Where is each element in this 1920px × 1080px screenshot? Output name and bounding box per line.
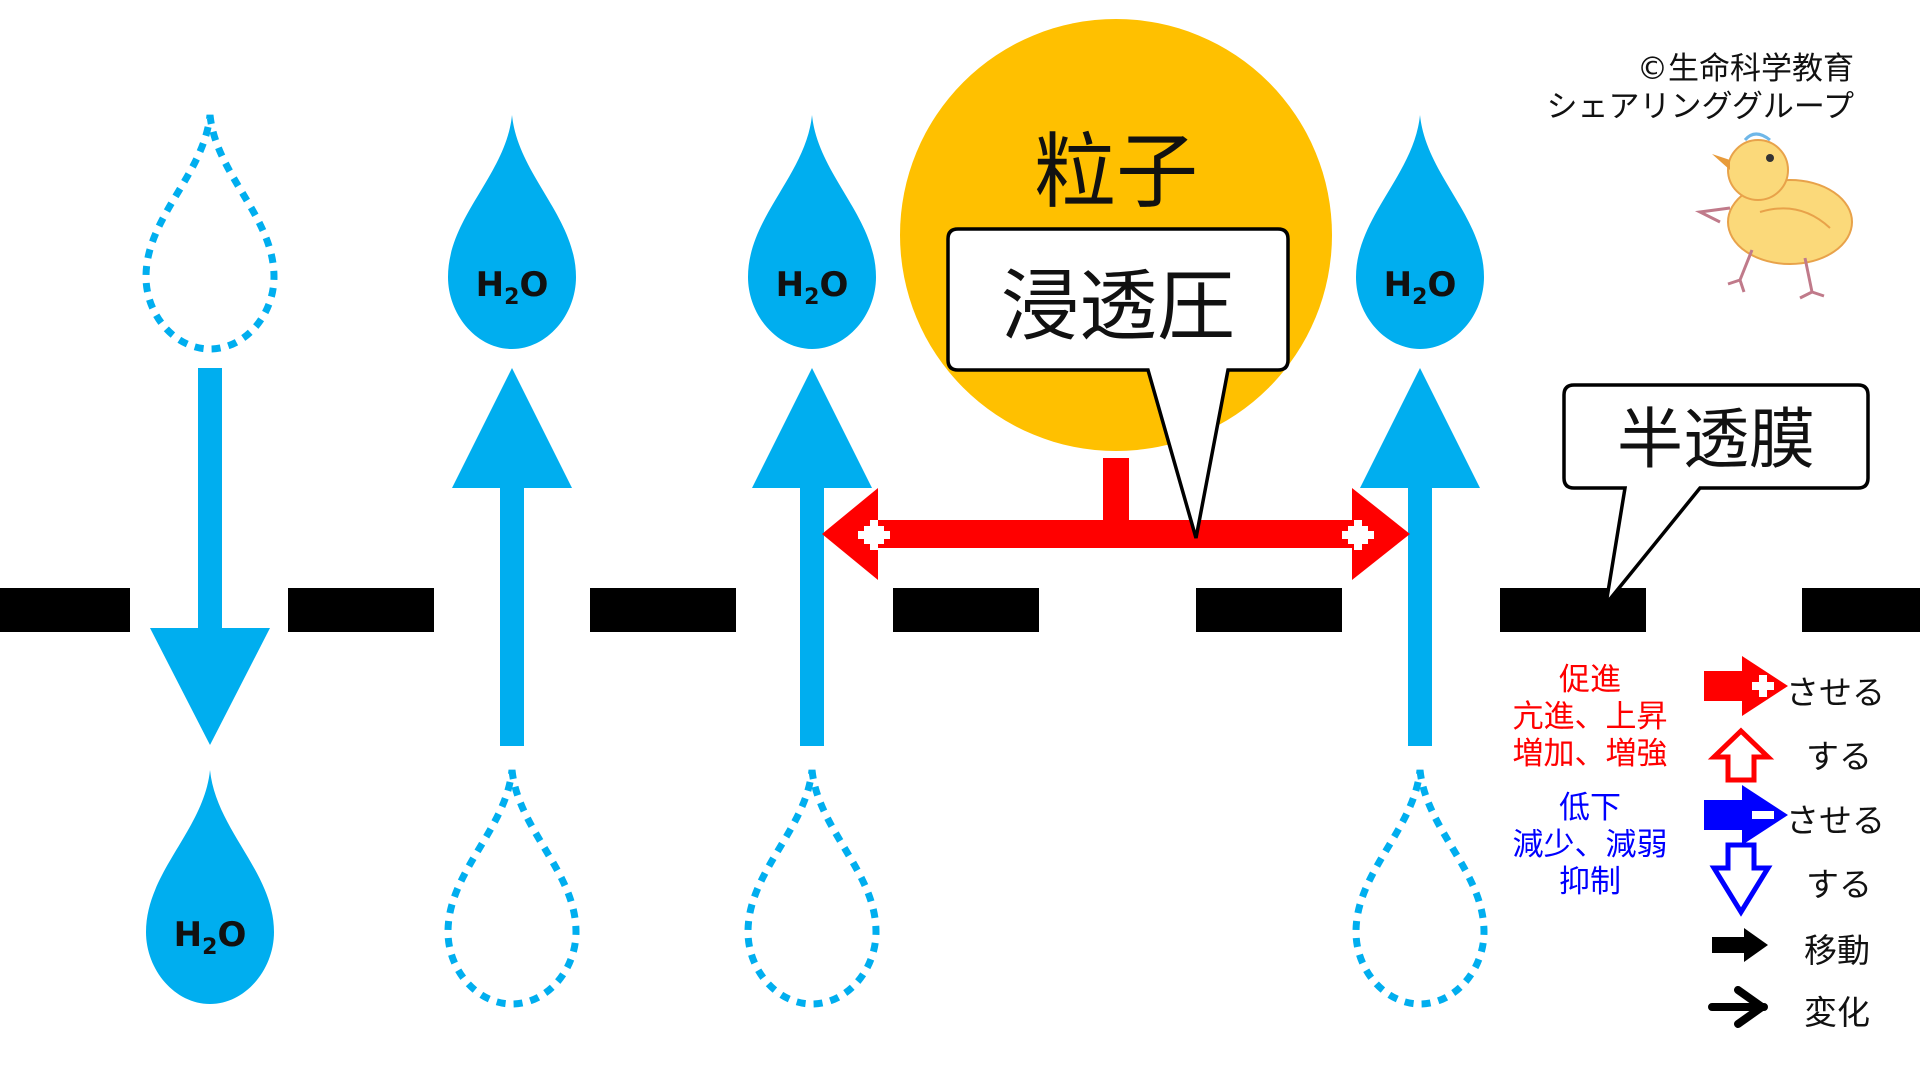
membrane-segment <box>1500 588 1646 632</box>
membrane-segment <box>1802 588 1920 632</box>
copyright-notice: ©生命科学教育 シェアリンググループ <box>1546 50 1854 126</box>
arrow-head-down <box>150 628 270 745</box>
promote-head-right <box>1352 488 1410 580</box>
particle-label: 粒子 <box>1034 125 1198 220</box>
arrow-shaft <box>500 486 524 746</box>
legend-suppress-words: 減少、減弱 <box>1512 827 1668 863</box>
promote-head-left <box>822 488 878 580</box>
legend-suppress-words-2: 抑制 <box>1559 864 1621 900</box>
water-drop-outline-icon <box>448 770 576 1004</box>
copyright-line-1: ©生命科学教育 <box>1637 51 1854 87</box>
arrow-shaft <box>800 486 824 746</box>
h2o-label: H2O <box>776 265 849 310</box>
water-column-2 <box>448 115 576 1004</box>
legend-cause-minus: させる <box>1786 801 1885 840</box>
osmotic-pressure-callout <box>946 227 1290 539</box>
legend-promote-words-2: 増加、増強 <box>1512 736 1668 772</box>
copyright-line-2: シェアリンググループ <box>1546 89 1854 125</box>
promote-stem <box>1103 458 1129 530</box>
plus-icon <box>858 520 890 550</box>
water-drop-icon <box>146 770 274 1004</box>
legend-move: 移動 <box>1804 931 1870 970</box>
legend-do-plus: する <box>1806 737 1872 776</box>
arrow-shaft <box>198 368 222 630</box>
suppress-arrow-down-icon <box>1709 842 1773 917</box>
membrane-segment <box>0 588 130 632</box>
water-drop-outline-icon <box>748 770 876 1004</box>
promote-bar <box>822 458 1410 580</box>
arrow-head-up <box>452 368 572 488</box>
promote-shaft <box>878 520 1354 548</box>
arrow-shaft <box>1408 486 1432 746</box>
legend-do-minus: する <box>1806 865 1872 904</box>
water-column-4 <box>1356 115 1484 1004</box>
membrane-segment <box>288 588 434 632</box>
water-drop-outline-icon <box>146 115 274 349</box>
legend-promote-words: 亢進、上昇 <box>1512 699 1668 735</box>
legend-suppress-label: 低下 <box>1559 790 1621 826</box>
water-drop-icon <box>448 115 576 349</box>
move-arrow-icon <box>1712 928 1768 962</box>
membrane-callout <box>1562 383 1870 611</box>
h2o-labels: H2O H2O H2O H2O <box>174 265 1457 960</box>
legend-arrows <box>1704 656 1788 1028</box>
chick-icon <box>1694 132 1853 300</box>
legend-change: 変化 <box>1804 993 1870 1032</box>
promote-cause-arrow-icon <box>1704 656 1788 716</box>
plus-icon <box>1342 520 1374 550</box>
water-drop-outline-icon <box>1356 770 1484 1004</box>
semipermeable-membrane <box>0 588 1920 632</box>
h2o-label: H2O <box>174 915 247 960</box>
legend-promote-label: 促進 <box>1559 662 1621 698</box>
membrane-segment <box>590 588 736 632</box>
legend-promote-terms: 促進 亢進、上昇 増加、増強 <box>1490 662 1690 773</box>
suppress-cause-arrow-icon <box>1704 785 1788 845</box>
water-column-3 <box>748 115 876 1004</box>
membrane-segment <box>1196 588 1342 632</box>
membrane-label: 半透膜 <box>1617 401 1815 478</box>
water-column-1 <box>146 115 274 1004</box>
water-drop-icon <box>1356 115 1484 349</box>
membrane-segment <box>893 588 1039 632</box>
change-arrow-icon <box>1708 986 1768 1028</box>
h2o-label: H2O <box>476 265 549 310</box>
h2o-label: H2O <box>1384 265 1457 310</box>
osmotic-pressure-label: 浸透圧 <box>1001 262 1235 352</box>
water-drop-icon <box>748 115 876 349</box>
arrow-head-up <box>1360 368 1480 488</box>
arrow-head-up <box>752 368 872 488</box>
legend-cause-plus: させる <box>1786 673 1885 712</box>
legend-suppress-terms: 低下 減少、減弱 抑制 <box>1490 790 1690 901</box>
promote-arrow-up-icon <box>1707 727 1775 783</box>
